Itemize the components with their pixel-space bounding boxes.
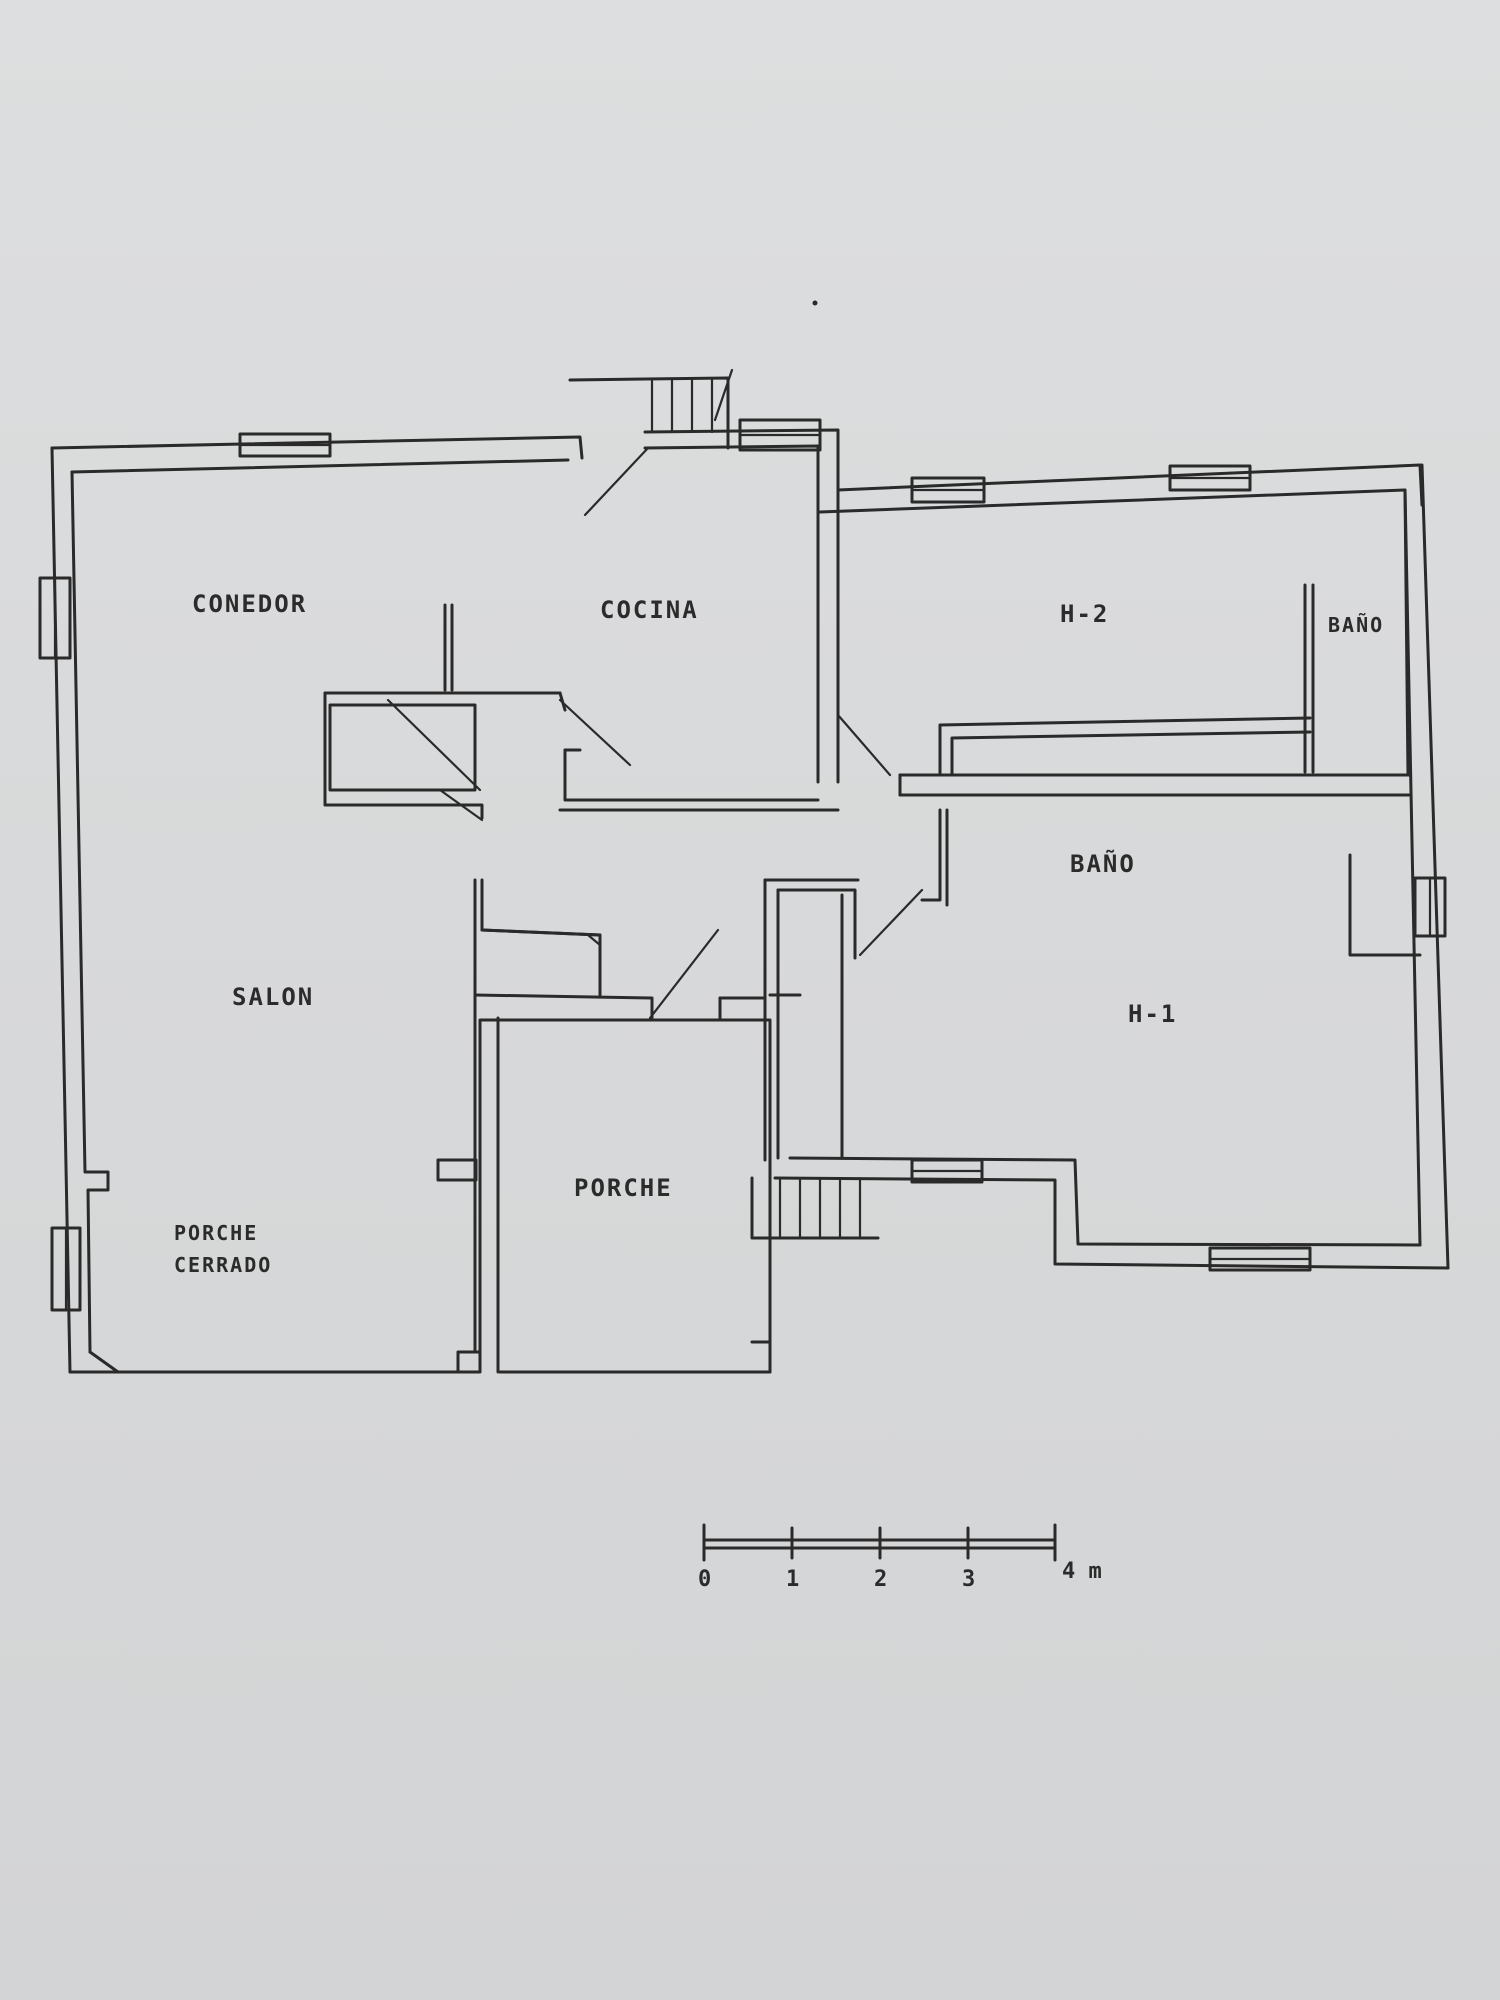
scale-tick-0: 0: [698, 1567, 711, 1592]
label-porche: PORCHE: [574, 1174, 673, 1202]
scale-end-label: 4 m: [1062, 1559, 1102, 1584]
label-bano-top: BAÑO: [1328, 613, 1384, 637]
label-comedor: CONEDOR: [192, 590, 307, 618]
room-labels: CONEDOR COCINA H-2 BAÑO BAÑO SALON H-1 P…: [174, 590, 1384, 1277]
interior-walls: [323, 583, 1422, 1352]
scale-tick-3: 3: [962, 1567, 975, 1592]
label-salon: SALON: [232, 983, 314, 1011]
scale-bar: 0 1 2 3 4 m: [698, 1523, 1102, 1592]
outer-walls: [50, 428, 1450, 1374]
label-h2: H-2: [1060, 600, 1109, 628]
door-swings: [386, 446, 924, 1020]
windows: [38, 418, 1447, 1312]
stairs: [568, 368, 880, 1240]
pen-dot: [812, 300, 818, 306]
scale-tick-2: 2: [874, 1567, 887, 1592]
label-porche-cerrado-1: PORCHE: [174, 1221, 258, 1245]
label-h1: H-1: [1128, 1000, 1177, 1028]
scale-tick-1: 1: [786, 1567, 799, 1592]
label-porche-cerrado-2: CERRADO: [174, 1253, 272, 1277]
label-bano-mid: BAÑO: [1070, 849, 1136, 878]
label-cocina: COCINA: [600, 596, 699, 624]
